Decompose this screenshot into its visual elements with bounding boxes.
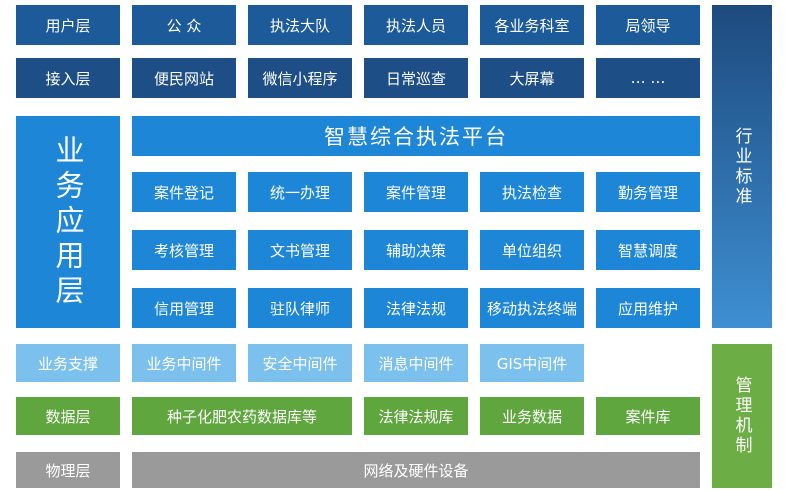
user-item-leaders: 局领导 — [596, 5, 700, 45]
access-item-miniprogram: 微信小程序 — [248, 58, 352, 98]
app-module: 移动执法终端 — [480, 288, 584, 328]
app-module: 勤务管理 — [596, 172, 700, 212]
app-layer-label: 业务应用层 — [16, 116, 120, 328]
physical-layer-label: 物理层 — [16, 452, 120, 488]
access-item-bigscreen: 大屏幕 — [480, 58, 584, 98]
app-module: 智慧调度 — [596, 230, 700, 270]
app-module: 单位组织 — [480, 230, 584, 270]
app-module: 执法检查 — [480, 172, 584, 212]
data-layer-label: 数据层 — [16, 397, 120, 435]
user-item-officers: 执法人员 — [364, 5, 468, 45]
support-item: GIS中间件 — [480, 344, 584, 382]
platform-title: 智慧综合执法平台 — [132, 116, 700, 156]
app-module: 案件管理 — [364, 172, 468, 212]
access-item-more: … … — [596, 58, 700, 98]
physical-layer-content: 网络及硬件设备 — [132, 452, 700, 488]
support-layer-label: 业务支撑 — [16, 344, 120, 382]
data-item-law-db: 法律法规库 — [364, 397, 468, 435]
app-module: 考核管理 — [132, 230, 236, 270]
data-item-business-data: 业务数据 — [480, 397, 584, 435]
access-item-patrol: 日常巡查 — [364, 58, 468, 98]
app-module: 法律法规 — [364, 288, 468, 328]
app-module: 辅助决策 — [364, 230, 468, 270]
user-item-brigade: 执法大队 — [248, 5, 352, 45]
app-module: 信用管理 — [132, 288, 236, 328]
data-item-agri-db: 种子化肥农药数据库等 — [132, 397, 352, 435]
user-layer-label: 用户层 — [16, 5, 120, 45]
app-module: 文书管理 — [248, 230, 352, 270]
app-module: 应用维护 — [596, 288, 700, 328]
app-module: 驻队律师 — [248, 288, 352, 328]
user-item-public: 公 众 — [132, 5, 236, 45]
data-item-case-db: 案件库 — [596, 397, 700, 435]
support-item: 业务中间件 — [132, 344, 236, 382]
access-item-website: 便民网站 — [132, 58, 236, 98]
support-item: 安全中间件 — [248, 344, 352, 382]
app-module: 案件登记 — [132, 172, 236, 212]
management-mechanism-bar: 管理机制 — [712, 344, 772, 488]
support-item: 消息中间件 — [364, 344, 468, 382]
industry-standard-bar: 行业标准 — [712, 5, 772, 328]
user-item-departments: 各业务科室 — [480, 5, 584, 45]
access-layer-label: 接入层 — [16, 58, 120, 98]
app-module: 统一办理 — [248, 172, 352, 212]
